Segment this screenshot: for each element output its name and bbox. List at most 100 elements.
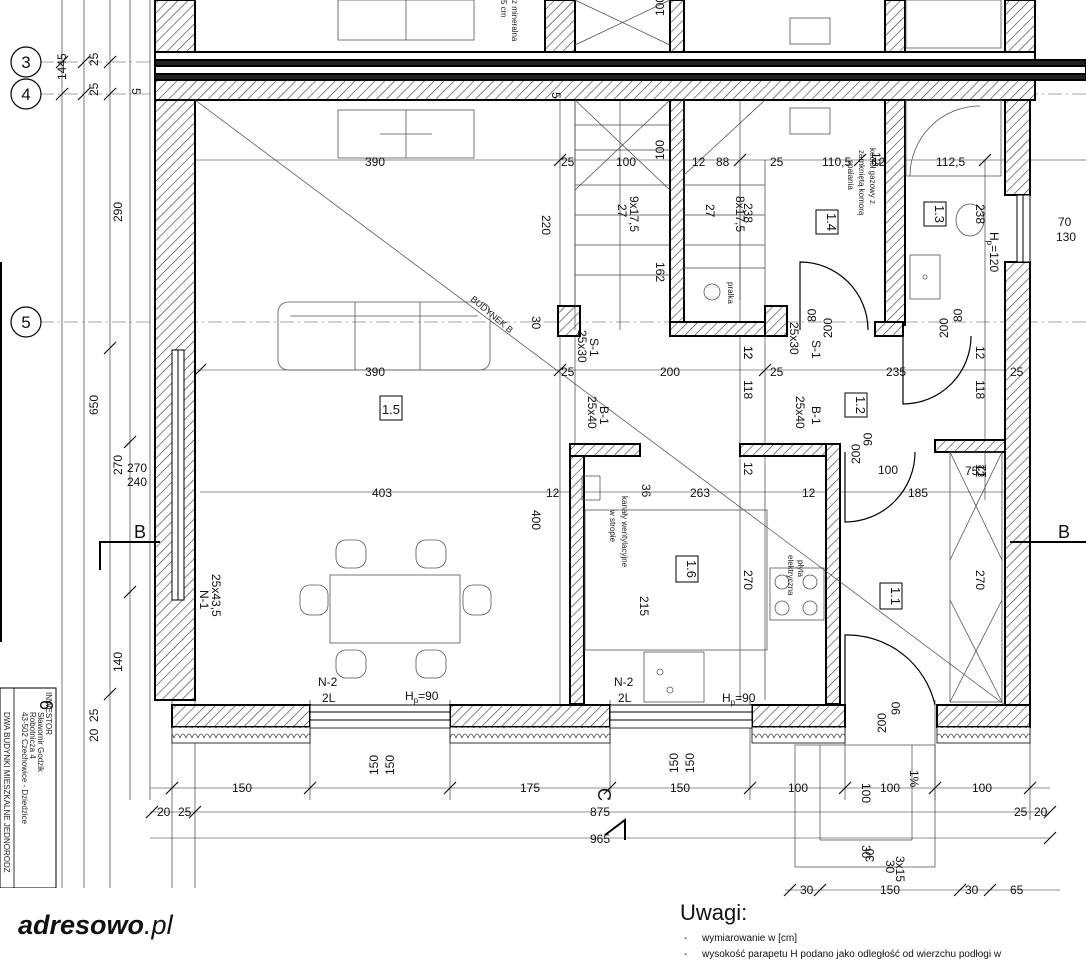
note-item-2: wysokość parapetu H podano jako odległoś… <box>701 949 1002 960</box>
logo-background <box>0 888 216 960</box>
section-b-left: B <box>134 522 146 542</box>
section-marks <box>99 541 1086 840</box>
furniture <box>277 0 1003 703</box>
s1b-label: S-1 <box>809 340 823 359</box>
svg-text:100: 100 <box>880 781 900 795</box>
svg-text:90: 90 <box>889 701 903 715</box>
section-c: C <box>594 788 614 801</box>
note-item-1: wymiarowanie w [cm] <box>701 933 797 944</box>
stairs-c-tread: 30 <box>883 860 897 874</box>
adresowo-logo[interactable]: adresowo.pl <box>18 910 174 940</box>
svg-text:100: 100 <box>972 781 992 795</box>
svg-text:400: 400 <box>529 510 543 530</box>
stairs-b-count: 8x17,5 <box>733 196 747 232</box>
room-1-1: 1.1 <box>888 587 903 605</box>
svg-text:118: 118 <box>973 380 987 399</box>
svg-text:-: - <box>684 933 687 944</box>
dimension-lines <box>61 0 1086 960</box>
svg-text:80: 80 <box>805 308 819 322</box>
svg-text:Sławomir Godzik: Sławomir Godzik <box>36 712 45 773</box>
svg-text:130: 130 <box>1056 230 1076 244</box>
s1a-size: 25x30 <box>575 330 589 363</box>
axis-markers <box>10 46 42 338</box>
n1-size: 25x43,5 <box>209 574 223 617</box>
section-b-right: B <box>1058 522 1070 542</box>
svg-text:36: 36 <box>639 484 653 498</box>
title-block: INWESTOR Sławomir Godzik Robotnicza 4 43… <box>0 262 57 889</box>
room-1-2: 1.2 <box>853 396 868 414</box>
b1b-label: B-1 <box>809 406 823 425</box>
room-tags <box>379 201 947 610</box>
svg-text:1445: 1445 <box>55 53 69 80</box>
svg-text:25: 25 <box>1010 365 1024 379</box>
svg-text:150: 150 <box>670 781 690 795</box>
svg-text:112,5: 112,5 <box>936 155 965 169</box>
b1a-size: 25x40 <box>585 396 599 429</box>
hob-label-1: płyta <box>796 560 805 577</box>
svg-text:65: 65 <box>1010 883 1024 897</box>
hp-90-left: Hp=90 <box>405 689 439 705</box>
svg-text:965: 965 <box>590 832 610 846</box>
n2b-label: N-2 <box>614 675 634 689</box>
svg-text:220: 220 <box>539 215 553 235</box>
svg-text:200: 200 <box>821 318 835 338</box>
svg-text:25: 25 <box>561 155 575 169</box>
svg-text:100: 100 <box>653 0 667 16</box>
axis-3-label: 3 <box>21 53 30 72</box>
svg-text:70: 70 <box>1058 215 1072 229</box>
room-1-6: 1.6 <box>684 560 699 578</box>
svg-text:80: 80 <box>951 308 965 322</box>
svg-text:200: 200 <box>660 365 680 379</box>
svg-text:25: 25 <box>561 365 575 379</box>
insulation <box>171 719 1031 744</box>
svg-text:INWESTOR: INWESTOR <box>44 692 53 735</box>
room-1-4: 1.4 <box>824 213 839 231</box>
svg-text:140: 140 <box>111 652 125 672</box>
svg-text:235: 235 <box>886 365 906 379</box>
svg-text:238: 238 <box>741 203 755 223</box>
slope-label: 1% <box>907 770 921 788</box>
svg-text:12: 12 <box>975 464 989 478</box>
budynek-label: BUDYNEK B <box>469 294 515 335</box>
svg-text:390: 390 <box>365 155 385 169</box>
svg-text:43-502 Czechowice - Dziedzice: 43-502 Czechowice - Dziedzice <box>20 712 29 825</box>
hob-label-2: elektryczna <box>786 555 795 596</box>
svg-text:30: 30 <box>965 883 979 897</box>
svg-text:200: 200 <box>875 713 889 733</box>
svg-text:150: 150 <box>683 753 697 773</box>
svg-text:270: 270 <box>973 570 987 590</box>
svg-text:175: 175 <box>520 781 540 795</box>
svg-text:200: 200 <box>937 318 951 338</box>
svg-text:390: 390 <box>365 365 385 379</box>
svg-text:25: 25 <box>87 52 101 66</box>
svg-text:90: 90 <box>861 432 875 446</box>
room-1-5: 1.5 <box>382 402 400 417</box>
s1b-size: 25x30 <box>787 322 801 355</box>
svg-text:20: 20 <box>87 728 101 742</box>
reference-diagonal <box>194 99 1006 706</box>
axis-5-label: 5 <box>21 313 30 332</box>
svg-text:30: 30 <box>859 845 873 859</box>
svg-text:25: 25 <box>770 365 784 379</box>
svg-text:100: 100 <box>788 781 808 795</box>
svg-text:118: 118 <box>741 380 755 399</box>
axis-4-bubble <box>10 78 42 110</box>
svg-text:12: 12 <box>741 346 755 360</box>
svg-text:12: 12 <box>973 346 987 360</box>
svg-text:100: 100 <box>616 155 636 169</box>
svg-text:150: 150 <box>367 755 381 775</box>
svg-text:162: 162 <box>653 262 667 282</box>
windows <box>171 194 1031 721</box>
svg-text:270: 270 <box>111 455 125 475</box>
svg-text:150: 150 <box>383 755 397 775</box>
axis-3-bubble <box>10 46 42 78</box>
hp-90-right: Hp=90 <box>722 691 756 707</box>
svg-text:20: 20 <box>1034 805 1048 819</box>
stairs <box>574 0 936 868</box>
svg-text:12: 12 <box>692 155 706 169</box>
svg-text:12: 12 <box>869 152 883 166</box>
stairs-c-count: 3x15 <box>893 856 907 882</box>
notes-title: Uwagi: <box>680 900 747 925</box>
n1-label: N-1 <box>197 590 211 610</box>
